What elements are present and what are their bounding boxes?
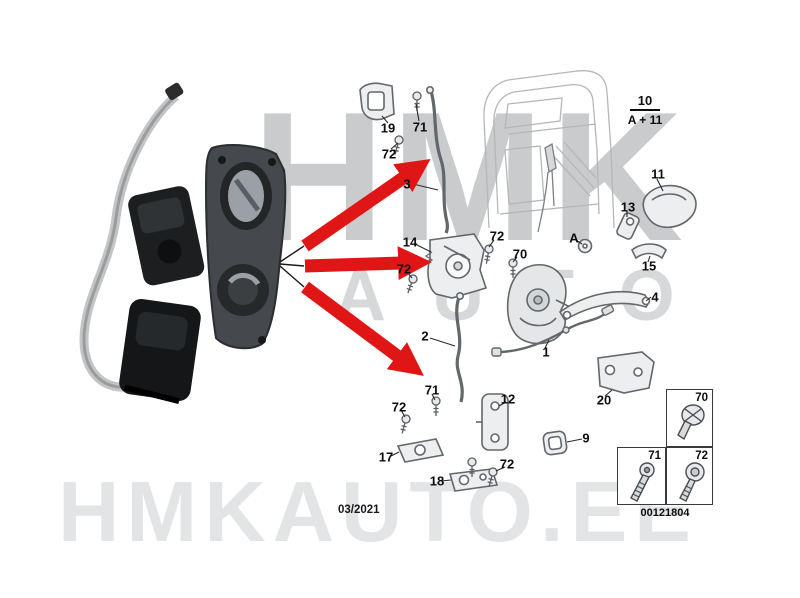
- part-1-cable: [491, 304, 615, 357]
- photo-latch-upper: [128, 186, 205, 286]
- legend-label-71: 71: [648, 450, 661, 462]
- part-4-arm: [558, 290, 651, 322]
- reference-note: 10 A + 11: [618, 92, 672, 127]
- legend-cell-71: 71: [617, 447, 666, 505]
- pointer-fan-lines: [279, 245, 305, 288]
- legend-cell-72: 72: [666, 447, 713, 505]
- part-number: 00121804: [640, 507, 690, 519]
- legend-cell-70: 70: [666, 389, 713, 447]
- watermark-hmkauto-ee: HMKAUTO.EE: [58, 465, 698, 560]
- part-9-grommet: [542, 430, 568, 456]
- red-arrows: [301, 158, 432, 376]
- reference-bottom: A + 11: [627, 113, 663, 127]
- photo-latch-lower: [119, 299, 201, 405]
- legend-label-72: 72: [695, 450, 708, 462]
- part-14-latch: [424, 233, 488, 299]
- reference-top: 10: [629, 93, 661, 111]
- part-19-bracket: [359, 82, 395, 121]
- part-15-handle-cap: [630, 243, 667, 260]
- legend-label-70: 70: [695, 392, 708, 404]
- exploded-parts: [359, 82, 697, 492]
- washer-screw-icon: [679, 462, 705, 502]
- center-lock-assembly: [506, 264, 573, 345]
- car-body-sketch: [483, 70, 615, 233]
- part-12-hinge: [476, 393, 509, 451]
- fastener-legend: 70 71 72: [617, 389, 713, 505]
- part-17-plate: [396, 438, 445, 463]
- part-11-door-handle: [642, 184, 697, 229]
- rivet-clip-icon: [677, 404, 705, 441]
- photo-latch-plate: [204, 144, 287, 350]
- part-18-plate: [448, 468, 499, 492]
- diagram-date: 03/2021: [338, 504, 380, 516]
- part-3-rod: [425, 86, 450, 234]
- torx-screw-icon: [630, 462, 655, 502]
- part-a-clip: [577, 238, 593, 254]
- part-20-bracket: [597, 351, 655, 394]
- part-2-rod: [455, 291, 464, 403]
- part-13-lock-cylinder: [616, 212, 640, 240]
